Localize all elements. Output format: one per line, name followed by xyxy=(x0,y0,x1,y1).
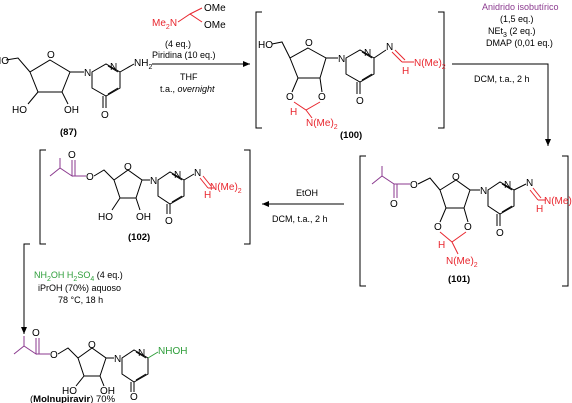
c2-oxygen: O xyxy=(130,392,138,403)
ester-carbonyl-o: O xyxy=(68,150,76,161)
amidine-h: H xyxy=(204,190,211,201)
compound-100: HO O O O H N(Me)2 N O N N H N(Me)2 (100) xyxy=(255,11,446,141)
amidine-n: N xyxy=(386,42,393,53)
step3-reagent: EtOH xyxy=(296,188,318,198)
hydroxyl-3prime: HO xyxy=(62,386,77,397)
step1-conditions: t.a., overnight xyxy=(160,84,215,94)
hydroxyl-2prime: OH xyxy=(64,105,79,116)
ring-oxygen: O xyxy=(305,38,313,49)
molnupiravir-label: (Molnupiravir) 70% xyxy=(30,394,116,403)
step2-reagent: Anidrido isobutírico xyxy=(482,2,559,12)
ring-oxygen: O xyxy=(452,172,460,183)
n1-atom: N xyxy=(114,354,121,365)
hydroxyl-3prime: HO xyxy=(98,212,113,223)
step2-arrow xyxy=(452,63,551,146)
ester-carbonyl-o: O xyxy=(32,328,40,339)
ester-o: O xyxy=(410,180,418,191)
ester-o: O xyxy=(86,172,94,183)
step2-base: NEt3 (2 eq.) xyxy=(488,26,535,39)
c2-oxygen: O xyxy=(496,228,504,239)
n3-atom: N xyxy=(138,348,145,359)
acetal-o-1: O xyxy=(286,92,294,103)
step2-conditions: DCM, t.a., 2 h xyxy=(474,74,530,84)
acetal-h: H xyxy=(438,240,445,251)
dmf-dma-ome-top: OMe xyxy=(204,3,226,14)
ring-oxygen: O xyxy=(47,50,55,61)
ring-oxygen: O xyxy=(88,340,96,351)
acetal-o-2: O xyxy=(318,92,326,103)
compound-100-label: (100) xyxy=(340,130,362,141)
amidine-nme2: N(Me)2 xyxy=(414,58,446,71)
step2-reagent-amount: (1,5 eq.) xyxy=(500,14,534,24)
acetal-h: H xyxy=(290,107,297,118)
c2-oxygen: O xyxy=(165,216,173,227)
compound-101-label: (101) xyxy=(448,274,470,285)
ester-carbonyl-o: O xyxy=(390,199,398,210)
acetal-o-2: O xyxy=(464,222,472,233)
n3-atom: N xyxy=(110,62,117,73)
hydroxyl-5prime: HO xyxy=(258,40,273,51)
acetal-nme2: N(Me)2 xyxy=(446,256,478,269)
hydroxyl-3prime: HO xyxy=(12,105,27,116)
amidine-n: N xyxy=(194,168,201,179)
acetal-o-1: O xyxy=(434,222,442,233)
amidine-h: H xyxy=(402,66,409,77)
step4-reagent: NH2OH H2SO4 (4 eq.) xyxy=(34,270,123,283)
c2-oxygen: O xyxy=(356,96,364,107)
dmf-dma-ome-bottom: OMe xyxy=(204,20,226,31)
n1-atom: N xyxy=(150,176,157,187)
ring-oxygen: O xyxy=(124,162,132,173)
step1-base: Piridina (10 eq.) xyxy=(152,50,216,60)
hydroxylamino-group: NHOH xyxy=(158,346,187,357)
n1-atom: N xyxy=(480,186,487,197)
hydroxyl-5prime: HO xyxy=(0,56,9,67)
n3-atom: N xyxy=(174,170,181,181)
amino-group: NH2 xyxy=(134,58,152,71)
compound-101: O O O O O H N(Me)2 N O N N H N(Me)2 (101… xyxy=(359,155,572,287)
step2-catalyst: DMAP (0,01 eq.) xyxy=(486,38,553,48)
hydroxyl-2prime: OH xyxy=(100,386,115,397)
compound-molnupiravir: O O O HO OH N O N NHOH (Molnupiravir) 70… xyxy=(13,328,187,403)
dmf-dma-nme2: Me2N xyxy=(152,18,177,31)
compound-87-label: (87) xyxy=(60,127,77,138)
step1-reagent-amount: (4 eq.) xyxy=(165,39,191,49)
n1-atom: N xyxy=(338,54,345,65)
n3-atom: N xyxy=(504,180,511,191)
n1-atom: N xyxy=(84,68,91,79)
hydroxyl-2prime: OH xyxy=(136,212,151,223)
step1-reagent-structure: Me2N OMe OMe xyxy=(152,3,226,31)
compound-102: O O O HO OH N O N N H N(Me)2 (102) xyxy=(39,149,251,245)
ester-o: O xyxy=(50,350,58,361)
compound-102-label: (102) xyxy=(128,232,150,243)
compound-87: O HO HO OH N N O NH2 (87) xyxy=(0,50,152,138)
step3-conditions: DCM, t.a., 2 h xyxy=(272,214,328,224)
step4-solvent: iPrOH (70%) aquoso xyxy=(38,283,121,293)
c2-oxygen: O xyxy=(101,110,109,121)
n3-atom: N xyxy=(364,48,371,59)
amidine-nme2: N(Me)2 xyxy=(210,182,242,195)
step1-solvent: THF xyxy=(180,72,198,82)
amidine-h: H xyxy=(536,204,543,215)
acetal-nme2: N(Me)2 xyxy=(306,118,338,131)
step4-temp: 78 °C, 18 h xyxy=(58,295,103,305)
amidine-n: N xyxy=(526,178,533,189)
step4-arrow xyxy=(21,243,30,334)
